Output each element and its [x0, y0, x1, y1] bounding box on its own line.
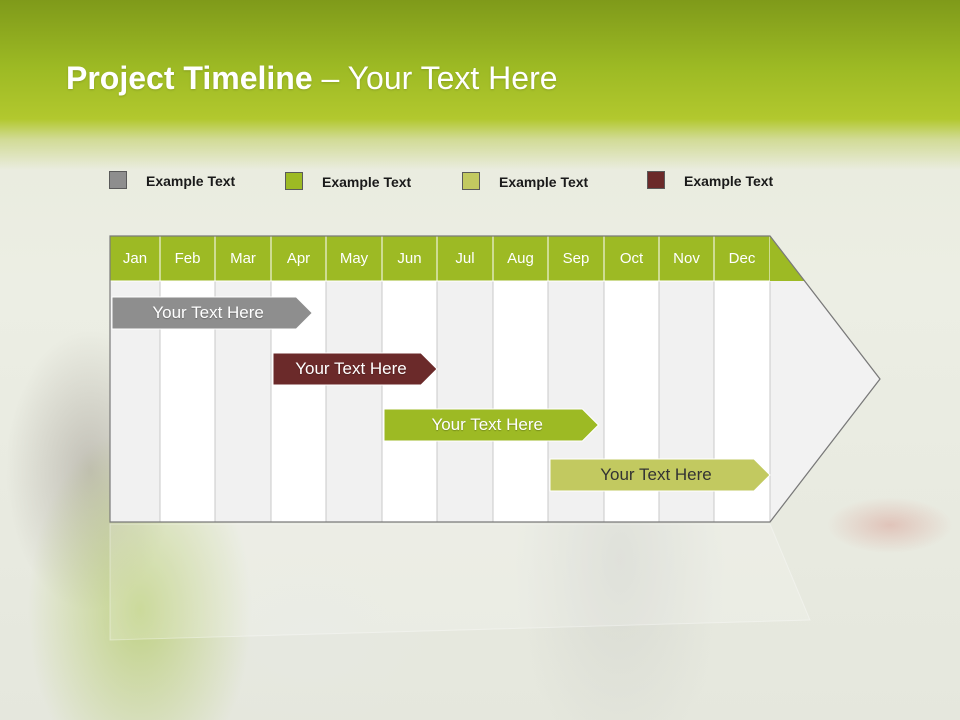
month-header-cell: [436, 235, 494, 282]
month-label: Feb: [174, 250, 201, 267]
task-bar-label: Your Text Here: [431, 415, 543, 434]
month-label: Oct: [619, 250, 644, 267]
month-label: May: [339, 250, 369, 267]
task-bar-label: Your Text Here: [600, 465, 712, 484]
month-label: Aug: [507, 250, 534, 267]
month-label: Jul: [455, 250, 475, 267]
month-header-cell: [381, 235, 438, 282]
month-label: Jan: [122, 250, 148, 267]
legend-label: Example Text: [322, 174, 412, 190]
page-title: Project Timeline – Your Text Here: [66, 60, 558, 97]
month-label: Mar: [230, 250, 256, 267]
task-bar: [272, 352, 438, 386]
month-header-cell: [325, 235, 383, 282]
month-label: Jun: [397, 250, 422, 267]
month-column: [492, 280, 549, 523]
month-column: [436, 280, 494, 523]
header-band: [0, 0, 960, 170]
month-column: [381, 280, 438, 523]
legend-swatch-olive: [462, 172, 480, 190]
timeline-reflection: [109, 523, 811, 641]
month-column: [325, 280, 383, 523]
title-bold: Project Timeline: [66, 60, 313, 96]
month-label: Apr: [286, 250, 311, 267]
task-bar: [549, 458, 771, 492]
month-header-cell: [270, 235, 327, 282]
month-label: Sep: [562, 250, 590, 267]
month-header-cell: [492, 235, 549, 282]
task-bar: [383, 408, 600, 442]
legend-swatch-gray: [109, 171, 127, 189]
task-bar: [111, 296, 313, 330]
legend-label: Example Text: [146, 173, 236, 189]
month-header-cell: [159, 235, 216, 282]
legend-swatch-green: [285, 172, 303, 190]
month-label: Nov: [673, 250, 700, 267]
legend-label: Example Text: [499, 174, 589, 190]
timeline-outline: [109, 235, 881, 523]
task-bar-label: Your Text Here: [295, 359, 407, 378]
month-label: Dec: [728, 250, 756, 267]
month-header-cell: [214, 235, 272, 282]
task-bar-label: Your Text Here: [152, 303, 264, 322]
title-rest: – Your Text Here: [312, 60, 558, 96]
legend-swatch-maroon: [647, 171, 665, 189]
legend-label: Example Text: [684, 173, 774, 189]
